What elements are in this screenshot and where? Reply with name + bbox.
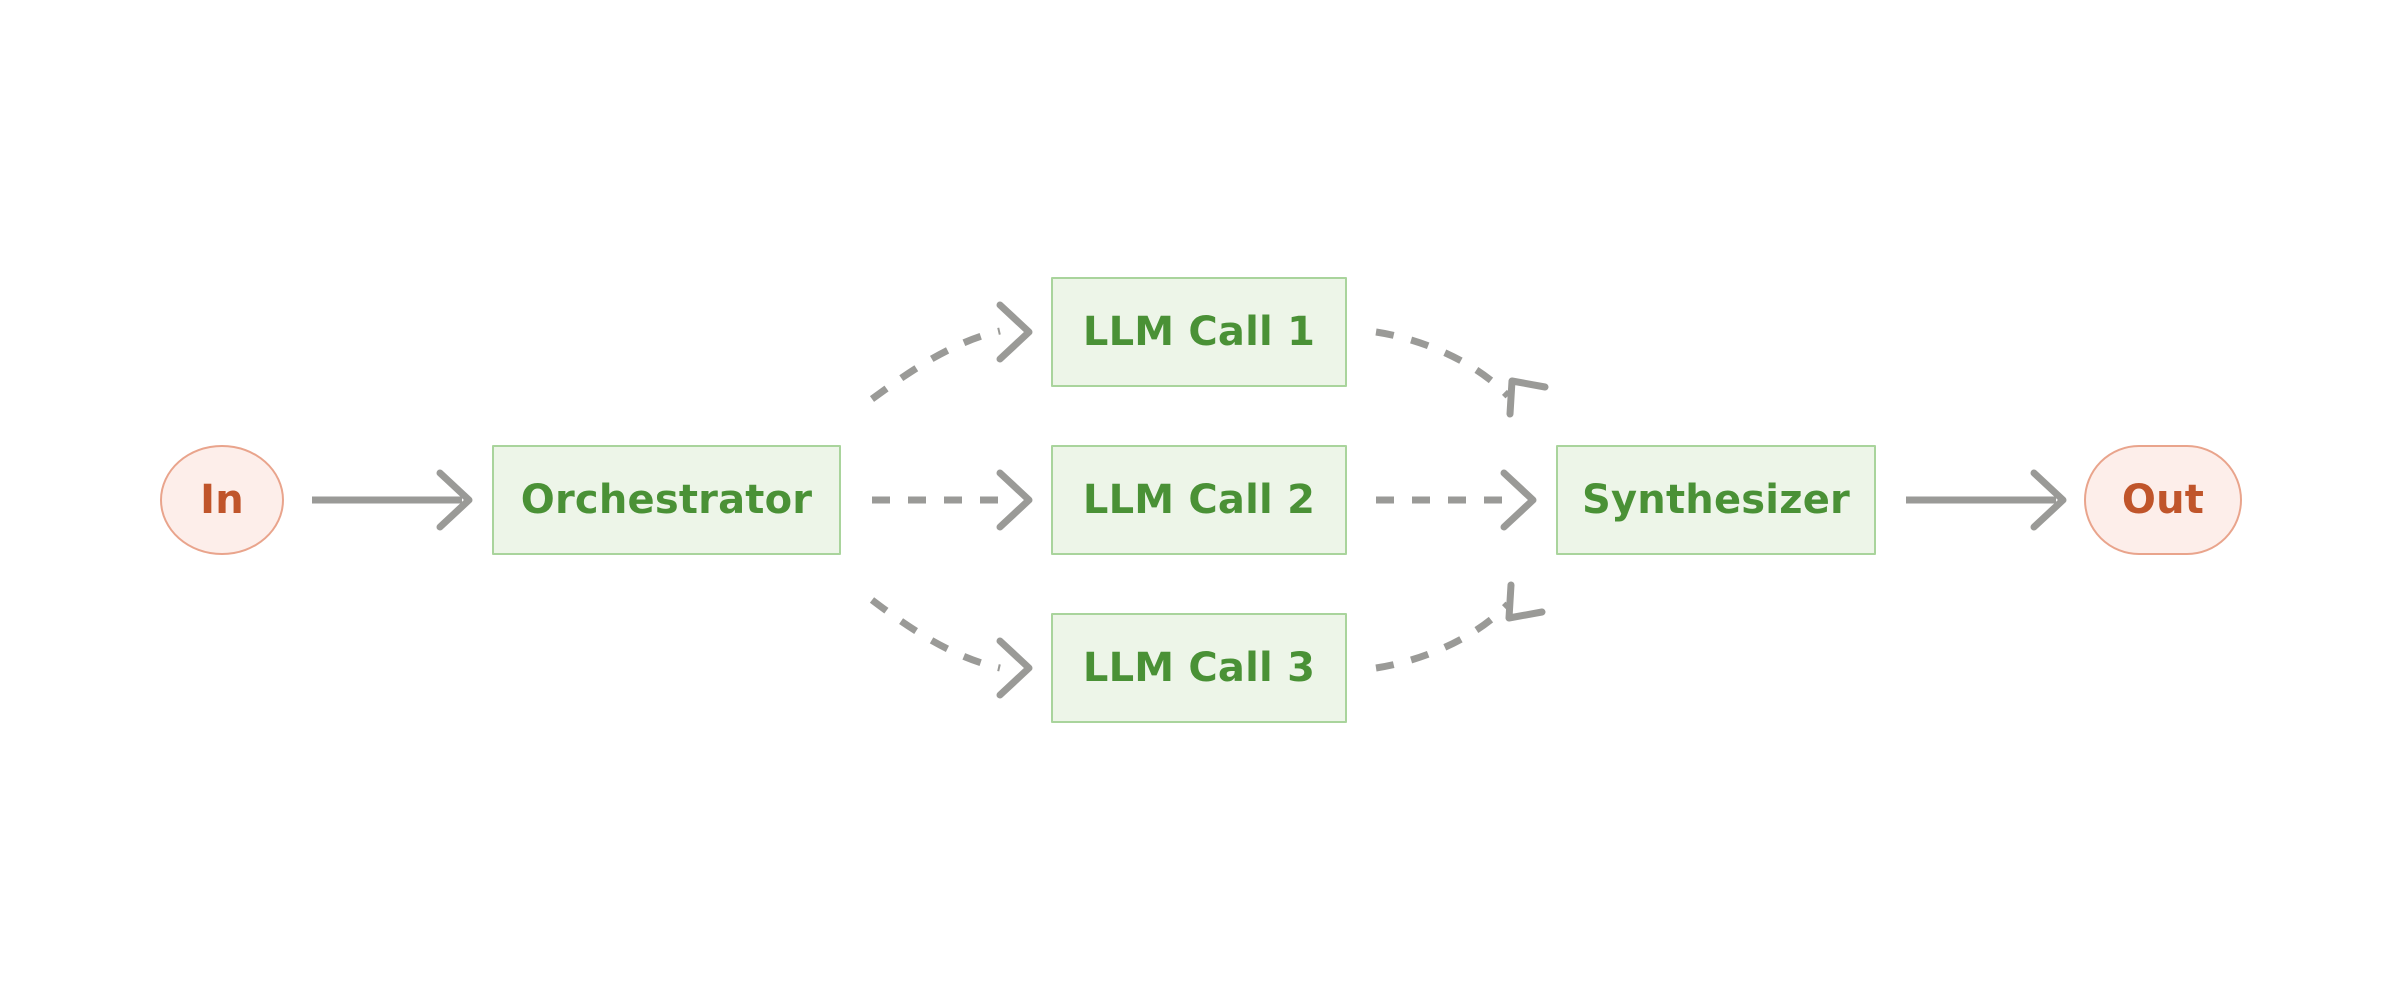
- edge-llm-call-3-to-synthesizer: [1375, 581, 1546, 672]
- node-llm-call-1-label: LLM Call 1: [1082, 309, 1316, 355]
- edge-orchestrator-to-llm-call-1: [869, 301, 1033, 402]
- node-llm-call-2-label: LLM Call 2: [1082, 477, 1316, 523]
- node-out-label: Out: [2121, 477, 2205, 523]
- node-synthesizer[interactable]: Synthesizer: [1556, 445, 1876, 555]
- node-llm-call-2[interactable]: LLM Call 2: [1051, 445, 1347, 555]
- node-llm-call-3[interactable]: LLM Call 3: [1051, 613, 1347, 723]
- node-llm-call-1[interactable]: LLM Call 1: [1051, 277, 1347, 387]
- edge-in-to-orchestrator: [312, 469, 473, 531]
- edge-synthesizer-to-out: [1906, 469, 2067, 531]
- node-out[interactable]: Out: [2084, 445, 2242, 555]
- node-synthesizer-label: Synthesizer: [1582, 477, 1850, 523]
- edge-llm-call-2-to-synthesizer: [1376, 469, 1537, 531]
- node-in-label: In: [200, 477, 244, 523]
- node-orchestrator[interactable]: Orchestrator: [492, 445, 841, 555]
- edge-orchestrator-to-llm-call-3: [869, 597, 1033, 699]
- node-in[interactable]: In: [160, 445, 284, 555]
- node-orchestrator-label: Orchestrator: [520, 477, 813, 523]
- edge-llm-call-1-to-synthesizer: [1375, 328, 1549, 418]
- edge-orchestrator-to-llm-call-2: [872, 469, 1033, 531]
- node-llm-call-3-label: LLM Call 3: [1082, 645, 1316, 691]
